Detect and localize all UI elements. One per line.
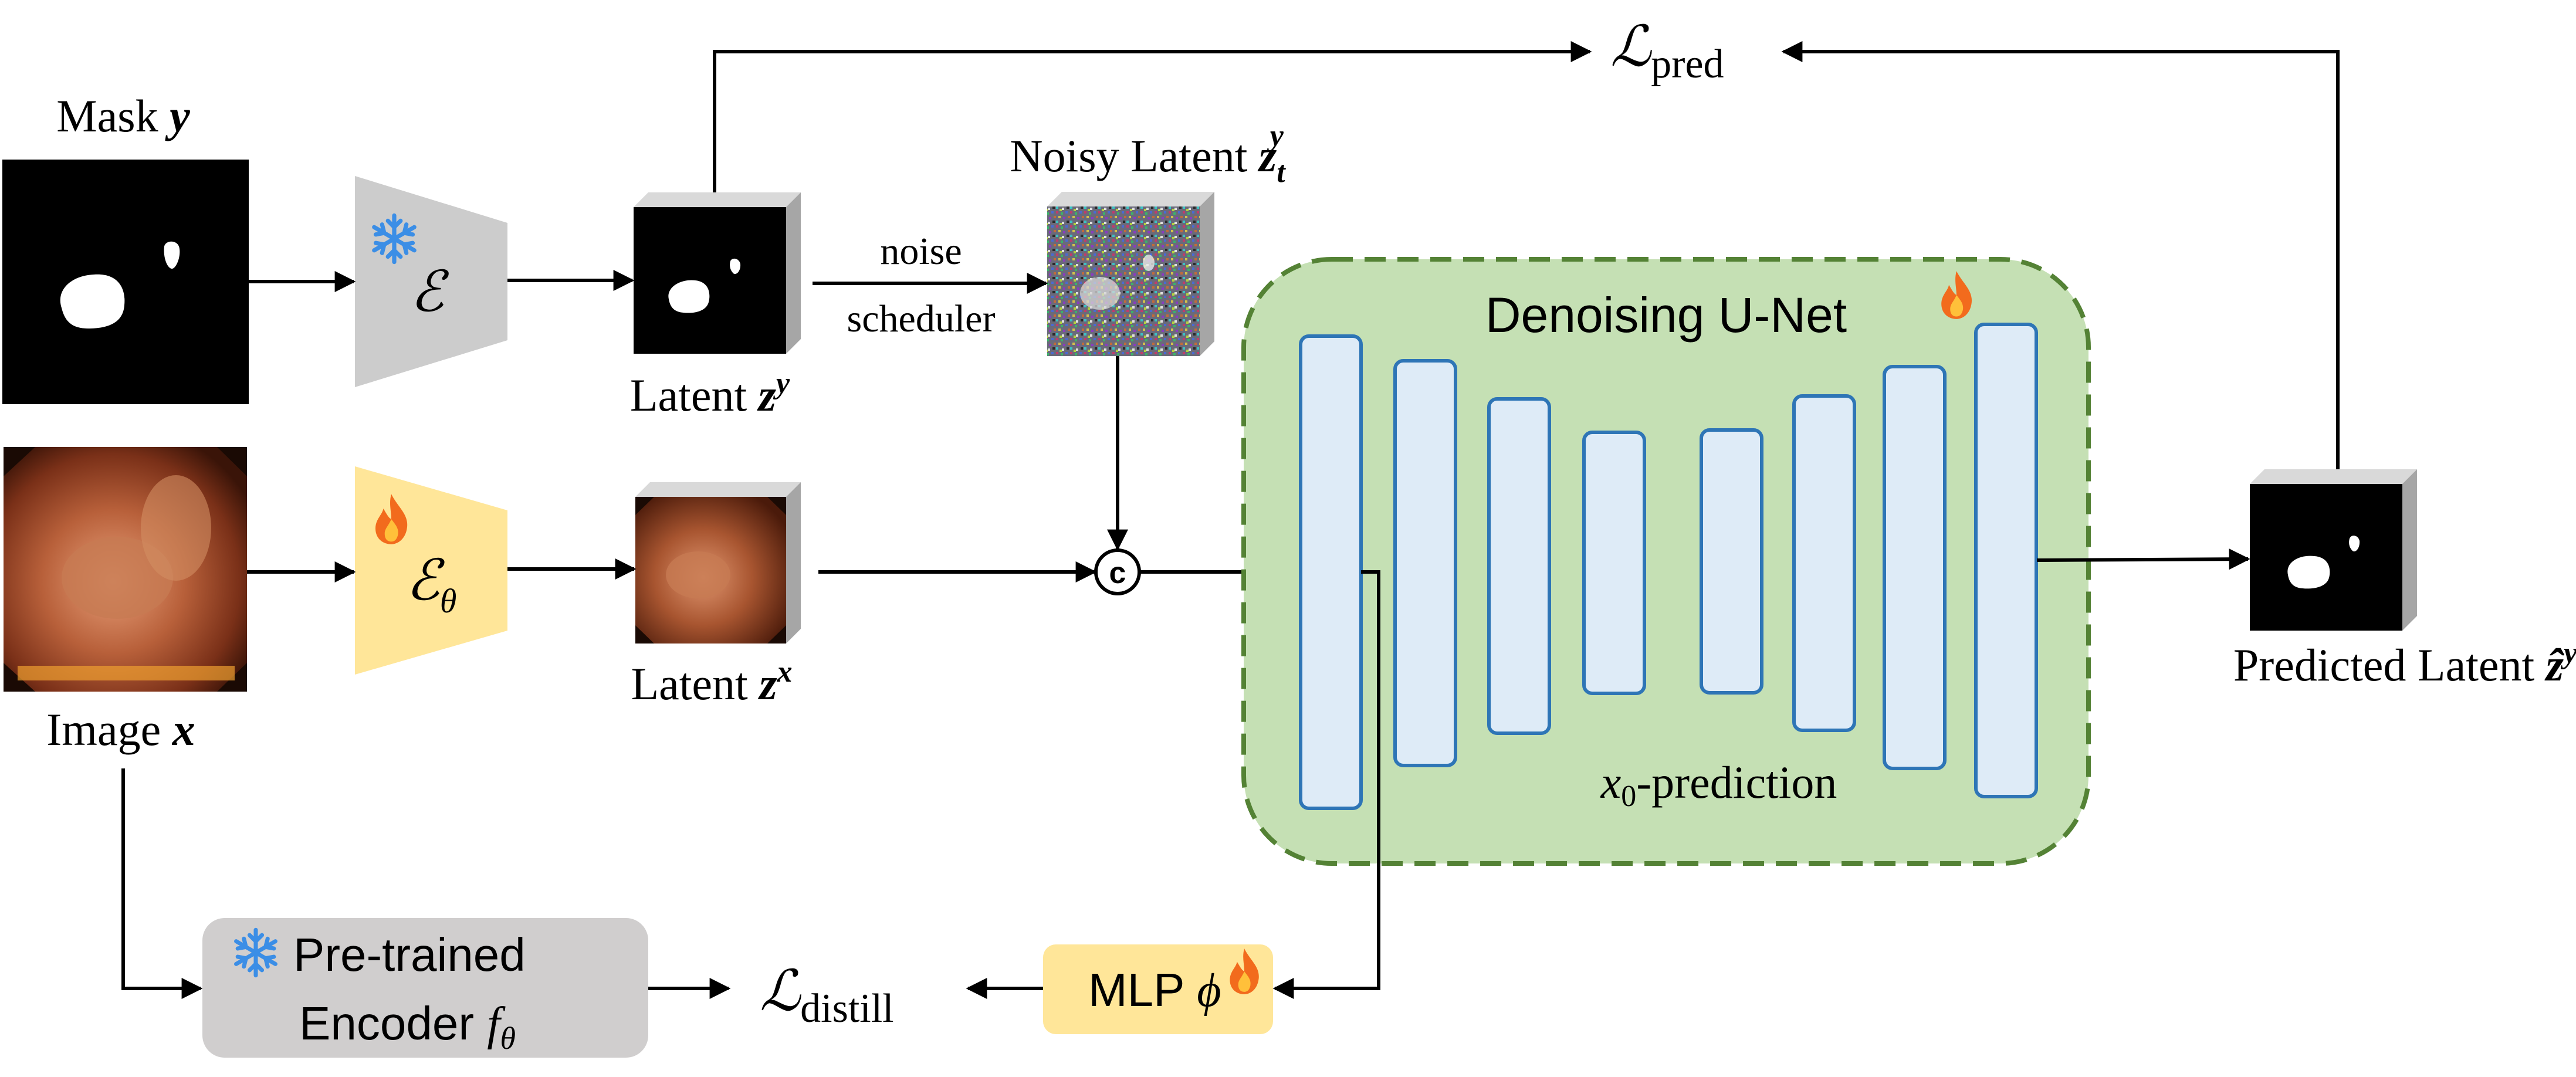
- noise-scheduler-line1: noise: [880, 230, 962, 273]
- predicted-latent-cube: [2250, 469, 2417, 631]
- latent-y-label: Latent zy: [630, 367, 790, 421]
- arrow-unet-to-predicted: [2036, 548, 2250, 570]
- noisy-latent-cube: [1047, 192, 1214, 356]
- input-image: [4, 447, 247, 692]
- x0-prediction-label: x0-prediction: [1600, 757, 1837, 813]
- unet-block-8: [1974, 323, 2038, 798]
- unet-block-3: [1487, 397, 1551, 735]
- image-label: Image x: [46, 704, 195, 755]
- arrow-unet-to-mlp: [1272, 570, 1380, 999]
- loss-distill: ℒdistill: [760, 960, 894, 1031]
- pretrained-encoder-box: [202, 918, 648, 1058]
- trainable-encoder-symbol: ℰθ: [406, 549, 457, 620]
- predicted-latent-label: Predicted Latent ẑy: [2233, 636, 2576, 690]
- unet-block-2: [1393, 359, 1457, 767]
- latent-x-label: Latent zx: [631, 655, 792, 709]
- arrow-predicted-to-loss-pred: [1781, 41, 2340, 469]
- unet-block-5: [1700, 428, 1763, 695]
- noise-scheduler-line2: scheduler: [847, 297, 996, 340]
- unet-title: Denoising U-Net: [1485, 287, 1847, 343]
- frozen-encoder-symbol: ℰ: [410, 260, 449, 323]
- mlp-label: MLP ϕ: [1088, 964, 1221, 1017]
- unet-block-4: [1582, 431, 1646, 695]
- pretrained-line2: Encoder fθ: [299, 997, 516, 1056]
- noisy-latent-label: Noisy Latent zty: [1010, 119, 1286, 189]
- mask-image: [2, 160, 249, 404]
- mask-label: Mask y: [56, 90, 190, 141]
- unet-block-7: [1883, 365, 1947, 770]
- loss-pred: ℒpred: [1610, 15, 1724, 87]
- unet-block-1: [1299, 334, 1363, 810]
- arrow-latent-to-loss-pred: [713, 41, 1592, 192]
- arrow-image-to-pretrained: [121, 768, 203, 999]
- pretrained-line1: Pre-trained: [293, 929, 526, 981]
- concat-node: c: [1094, 548, 1141, 595]
- unet-block-6: [1792, 394, 1856, 732]
- svg-text:c: c: [1109, 556, 1126, 590]
- mlp-box: [1043, 944, 1273, 1034]
- latent-y-cube: [634, 192, 801, 354]
- latent-x-cube: [635, 482, 801, 644]
